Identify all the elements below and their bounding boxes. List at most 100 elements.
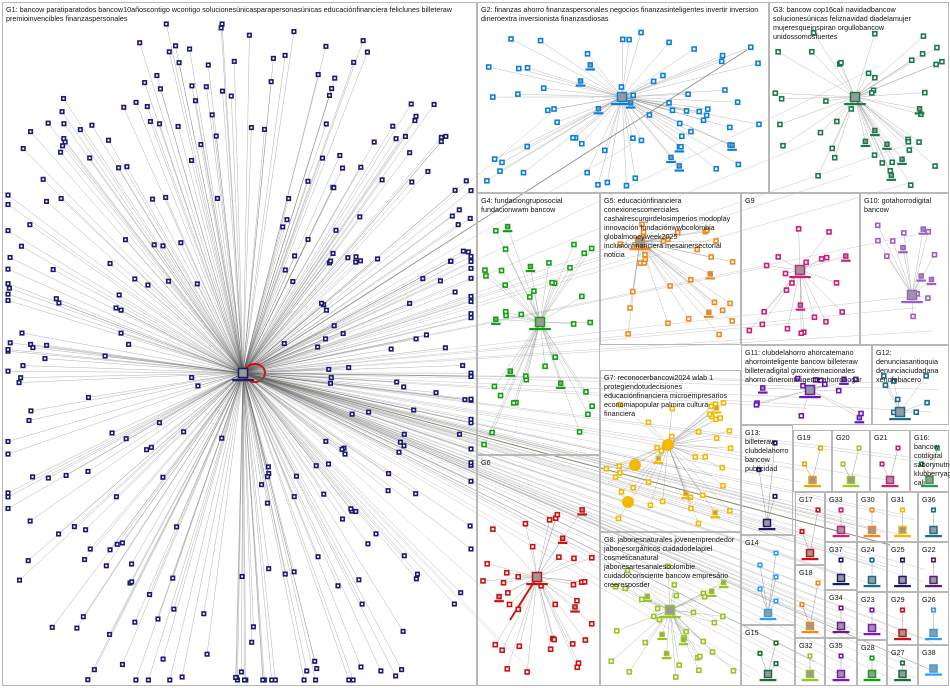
- node-g20[interactable]: [846, 475, 856, 485]
- node-g2[interactable]: [577, 78, 584, 84]
- node-g1[interactable]: [144, 103, 150, 110]
- node-g35[interactable]: [836, 669, 846, 679]
- node-g6[interactable]: [505, 590, 511, 596]
- node-g1[interactable]: [358, 164, 364, 170]
- node-g8[interactable]: [644, 593, 651, 600]
- node-g1[interactable]: [40, 176, 46, 182]
- node-g1[interactable]: [413, 336, 419, 342]
- node-g1[interactable]: [113, 494, 119, 500]
- node-g8[interactable]: [690, 609, 697, 616]
- node-g1[interactable]: [87, 155, 93, 161]
- node-g1[interactable]: [145, 282, 151, 288]
- node-g1[interactable]: [91, 667, 97, 673]
- node-g12[interactable]: [924, 399, 930, 406]
- node-g2[interactable]: [537, 37, 544, 44]
- node-g1[interactable]: [360, 38, 366, 44]
- node-g1[interactable]: [7, 254, 13, 261]
- node-g7[interactable]: [695, 429, 702, 435]
- node-g1[interactable]: [163, 21, 169, 27]
- node-g2[interactable]: [587, 62, 594, 68]
- node-g3[interactable]: [907, 182, 914, 188]
- node-g1[interactable]: [420, 276, 426, 282]
- node-g7[interactable]: [645, 479, 652, 485]
- node-g8[interactable]: [673, 592, 680, 599]
- node-g10[interactable]: [884, 253, 890, 259]
- node-g1[interactable]: [378, 668, 384, 674]
- node-g11[interactable]: [835, 387, 842, 394]
- node-g1[interactable]: [166, 49, 172, 55]
- node-g8[interactable]: [638, 596, 645, 603]
- node-g2[interactable]: [718, 58, 725, 65]
- node-g1[interactable]: [423, 332, 430, 338]
- node-g1[interactable]: [412, 118, 418, 124]
- node-g12[interactable]: [913, 409, 920, 415]
- node-g2[interactable]: [755, 60, 761, 67]
- node-g1[interactable]: [353, 508, 359, 515]
- node-g8[interactable]: [650, 613, 657, 620]
- node-g1[interactable]: [151, 242, 157, 248]
- node-g9[interactable]: [798, 330, 805, 336]
- node-g6[interactable]: [515, 606, 522, 613]
- node-g1[interactable]: [174, 524, 180, 530]
- node-g14[interactable]: [773, 574, 779, 580]
- hub-node-g12[interactable]: [894, 406, 906, 418]
- node-g11[interactable]: [817, 377, 824, 384]
- node-g4[interactable]: [587, 319, 593, 326]
- node-g2[interactable]: [551, 106, 557, 112]
- node-g9[interactable]: [826, 229, 832, 235]
- node-g1[interactable]: [455, 222, 461, 228]
- node-g1[interactable]: [218, 25, 224, 31]
- node-g21[interactable]: [879, 461, 885, 467]
- node-g5[interactable]: [719, 307, 726, 314]
- node-g1[interactable]: [468, 293, 474, 299]
- hub-node-g11[interactable]: [804, 384, 816, 396]
- node-g1[interactable]: [346, 365, 352, 371]
- node-g5[interactable]: [685, 315, 692, 322]
- node-g1[interactable]: [204, 651, 210, 657]
- node-g1[interactable]: [468, 446, 474, 452]
- node-g1[interactable]: [390, 123, 396, 129]
- node-g1[interactable]: [228, 93, 234, 99]
- node-g1[interactable]: [401, 443, 407, 449]
- node-g3[interactable]: [838, 59, 844, 66]
- node-g15[interactable]: [757, 650, 763, 656]
- node-g21[interactable]: [895, 445, 901, 451]
- hub-node-g9[interactable]: [794, 264, 806, 276]
- node-g3[interactable]: [916, 139, 922, 145]
- node-g6[interactable]: [490, 526, 496, 532]
- node-g1[interactable]: [192, 98, 199, 104]
- node-g9[interactable]: [746, 327, 753, 334]
- node-g2[interactable]: [668, 154, 674, 161]
- node-g1[interactable]: [249, 639, 255, 645]
- node-g1[interactable]: [147, 118, 153, 125]
- node-g1[interactable]: [442, 345, 448, 351]
- node-g3[interactable]: [932, 163, 938, 169]
- node-g5[interactable]: [711, 299, 718, 306]
- node-g1[interactable]: [58, 149, 64, 155]
- node-g6[interactable]: [574, 597, 580, 604]
- node-g2[interactable]: [618, 84, 625, 90]
- node-g1[interactable]: [122, 237, 129, 243]
- node-g3[interactable]: [879, 160, 886, 166]
- node-g1[interactable]: [63, 472, 69, 478]
- node-g1[interactable]: [366, 409, 372, 415]
- node-g2[interactable]: [688, 128, 694, 135]
- node-g1[interactable]: [438, 134, 444, 140]
- node-g11[interactable]: [858, 410, 864, 417]
- node-g4[interactable]: [527, 263, 534, 270]
- node-g1[interactable]: [113, 305, 119, 311]
- node-g7[interactable]: [659, 498, 666, 505]
- node-g1[interactable]: [272, 677, 278, 683]
- node-g31[interactable]: [898, 525, 907, 535]
- node-g1[interactable]: [326, 366, 332, 372]
- node-g2[interactable]: [685, 91, 691, 97]
- node-g3[interactable]: [865, 70, 872, 77]
- node-g1[interactable]: [87, 546, 93, 552]
- node-g2[interactable]: [491, 156, 498, 162]
- node-g3[interactable]: [906, 147, 913, 153]
- node-g4[interactable]: [581, 250, 588, 257]
- node-g1[interactable]: [18, 375, 24, 381]
- node-g1[interactable]: [339, 165, 346, 171]
- node-g24[interactable]: [867, 575, 877, 585]
- node-g34[interactable]: [836, 621, 846, 631]
